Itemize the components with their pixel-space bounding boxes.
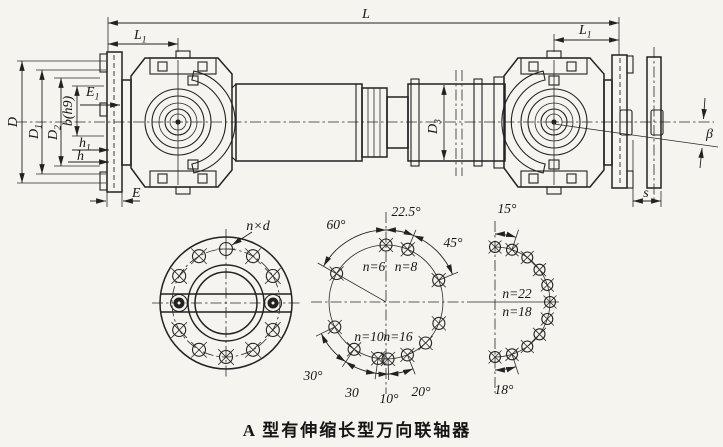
grease-fitting [175,50,191,59]
dim-label-D3: D3 [426,119,444,135]
fixing-bolt [263,293,283,313]
angle-label-30b: 30 [344,385,359,400]
angle-label-20: 20° [412,384,432,399]
dim-label-beta: β [705,127,713,142]
pattern-holes [327,237,447,367]
dimensions: L L1 L1 D D1 D2 b( [6,7,713,207]
bolt-hole-label: n×d [246,219,270,234]
angle-label-18: 18° [495,382,515,397]
dim-label-E1: E1 [85,85,99,103]
bolt-holes [171,240,281,366]
sleeve [407,70,506,176]
mating-plate [619,47,664,200]
angle-label-60: 60° [327,217,347,232]
spline-section [361,87,409,158]
inclined-axis [553,123,719,148]
dim-label-D1: D1 [27,124,45,140]
left-hub [121,79,132,166]
pattern-holes [488,240,557,364]
bolt-pattern-diagram-right: 15° 18° n=22 n=18 [477,201,559,397]
angle-label-22-5: 22.5° [391,204,421,219]
right-flange [603,54,634,189]
figure-caption: A 型有伸缩长型万向联轴器 [243,420,472,440]
yoke-arm-band [501,70,546,174]
count-label-n10: n=10 [354,329,384,344]
count-label-n18: n=18 [502,304,532,319]
dim-label-D: D [6,117,21,128]
count-label-n6: n=6 [363,259,386,274]
assembly-view: L L1 L1 D D1 D2 b( [6,7,719,207]
dim-label-h1: h1 [79,136,91,154]
dim-label-b: b(h9) [61,96,76,127]
nxd-leader [231,231,253,246]
bolt-pattern-diagram-mid: 60° 22.5° 45° n=6 n=8 n=10 n=16 30° 30 1… [303,204,477,406]
right-yoke [501,50,605,195]
left-yoke [130,50,236,195]
dim-label-D2: D2 [46,125,64,141]
dim-label-L1-left: L1 [133,28,147,46]
bolt-block [619,109,633,136]
angle-label-45: 45° [444,235,464,250]
yoke-arm-band [191,70,236,174]
angle-label-10: 10° [380,391,400,406]
dim-label-L1-right: L1 [578,23,592,41]
dim-label-h: h [77,149,84,164]
count-label-n8: n=8 [395,259,418,274]
dim-label-L: L [361,7,370,22]
count-label-n22: n=22 [502,286,532,301]
shaft-tube [231,83,363,162]
dim-label-E: E [131,186,141,201]
dim-label-s: s [643,186,649,201]
count-label-n16: n=16 [383,329,413,344]
bolt-block [650,109,664,136]
angle-label-30: 30° [303,368,324,383]
fixing-bolt [169,293,189,313]
angle-label-15: 15° [498,201,518,216]
flange-face-view: n×d [152,219,301,378]
